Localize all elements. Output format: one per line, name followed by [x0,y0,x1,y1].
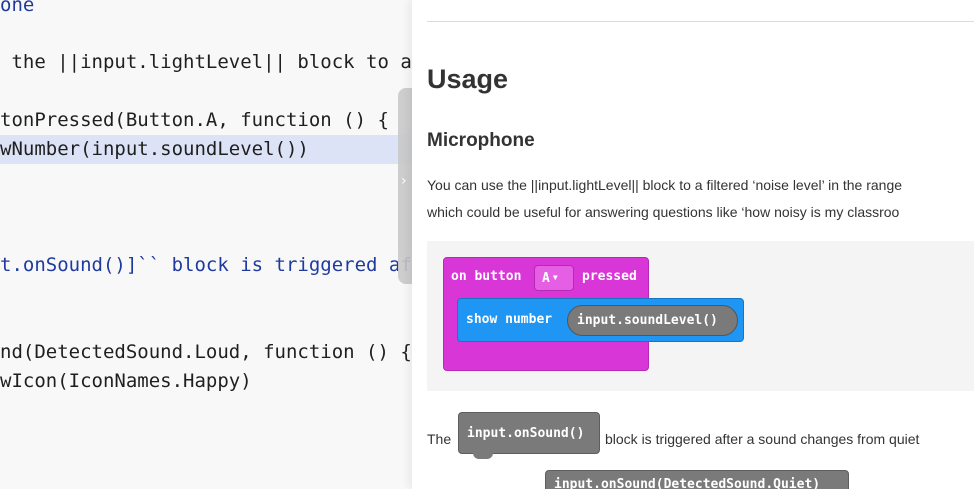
code-line-5[interactable]: t.onSound()]`` block is triggered aft [0,254,412,276]
blocks-example: on button A▼ pressed show number input.s… [427,241,974,391]
microphone-subheading: Microphone [427,130,535,151]
docs-paragraph-2: which could be useful for answering ques… [427,204,900,220]
docs-panel: Usage Microphone You can use the ||input… [412,0,974,489]
docs-paragraph-3-suffix: block is triggered after a sound changes… [605,431,920,447]
on-sound-inline-block: input.onSound() [458,412,600,459]
code-line-3[interactable]: tonPressed(Button.A, function () { [0,109,389,131]
on-sound-quiet-block: input.onSound(DetectedSound.Quiet) [545,470,849,489]
show-number-label: show number [466,312,553,327]
code-line-4-highlighted[interactable]: wNumber(input.soundLevel()) [0,135,412,164]
divider [427,21,974,22]
docs-paragraph-1: You can use the ||input.lightLevel|| blo… [427,177,903,193]
on-button-pressed-block[interactable]: on button A▼ pressed show number input.s… [443,257,744,371]
code-line-2[interactable]: the ||input.lightLevel|| block to a [0,51,412,73]
code-editor[interactable]: one the ||input.lightLevel|| block to a … [0,0,412,489]
button-dropdown[interactable]: A▼ [534,265,574,291]
event-block-suffix: pressed [582,269,637,284]
show-number-block[interactable]: show number input.soundLevel() [457,298,744,342]
panel-collapse-handle[interactable]: › [398,88,412,284]
event-block-label: on button [451,269,522,284]
usage-heading: Usage [427,64,509,94]
code-line-6[interactable]: nd(DetectedSound.Loud, function () { [0,341,412,363]
sound-level-reporter[interactable]: input.soundLevel() [567,305,738,336]
docs-paragraph-3-prefix: The [427,431,452,447]
dropdown-arrow-icon: ▼ [552,273,558,282]
code-line-1[interactable]: one [0,0,35,16]
code-line-7[interactable]: wIcon(IconNames.Happy) [0,370,252,392]
chevron-right-icon: › [401,173,407,189]
